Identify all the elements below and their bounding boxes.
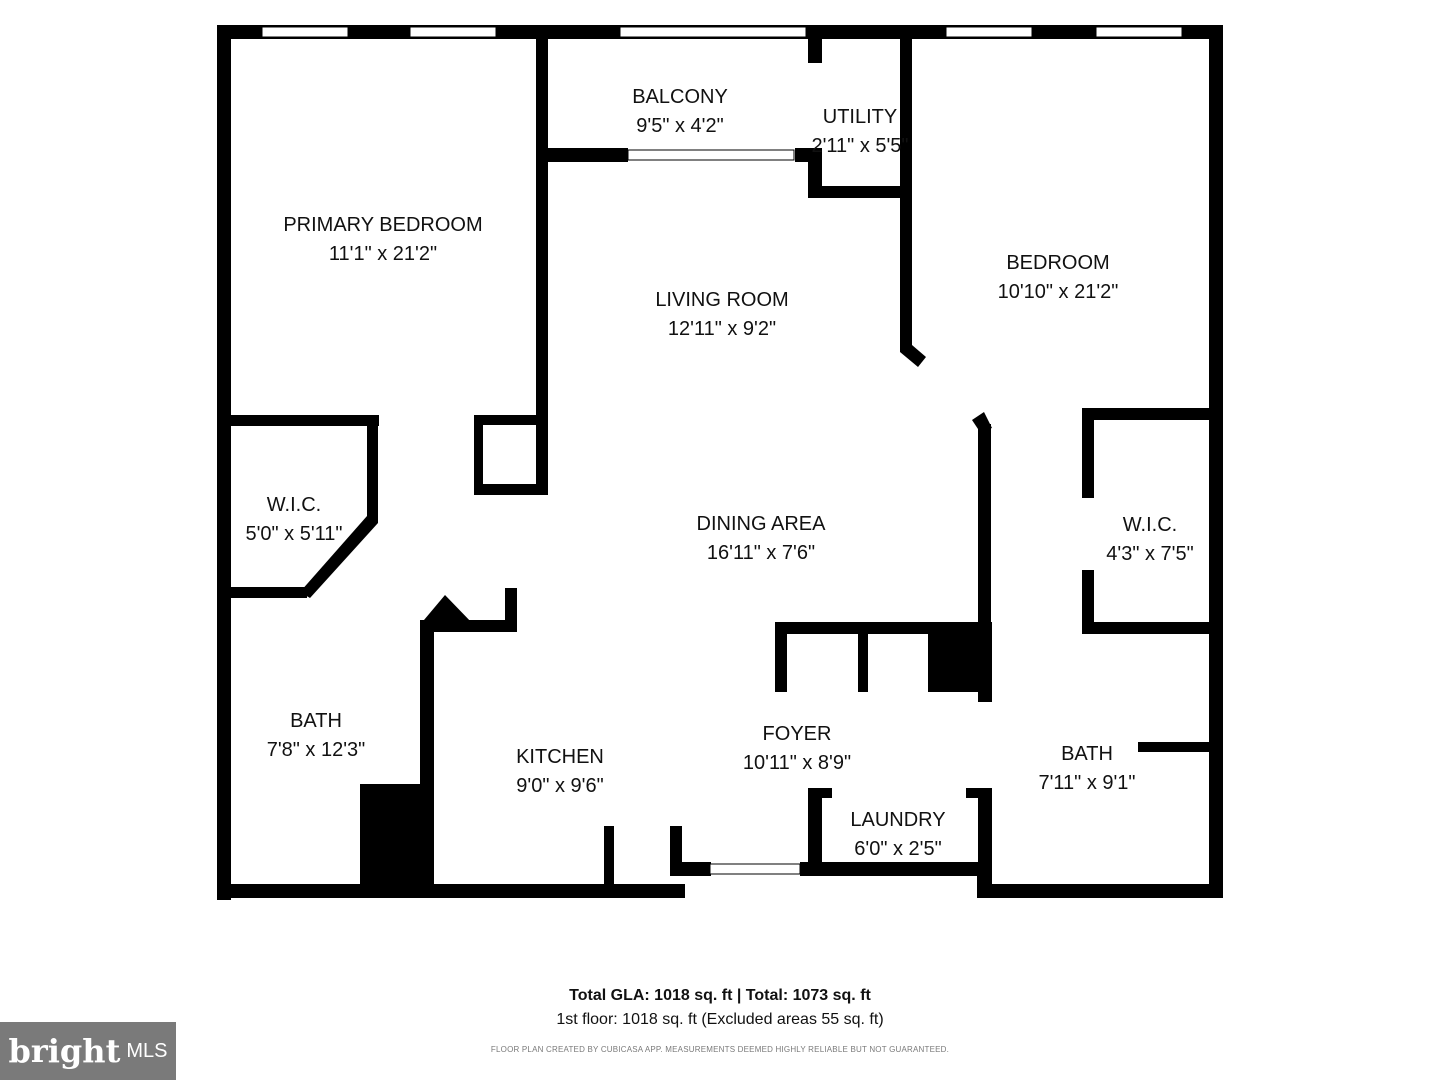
room-name-living-room: LIVING ROOM	[655, 289, 788, 311]
room-name-bath-left: BATH	[290, 710, 342, 732]
room-dims-laundry: 6'0" x 2'5"	[854, 838, 941, 860]
room-name-balcony: BALCONY	[632, 86, 728, 108]
room-name-dining-area: DINING AREA	[697, 513, 827, 535]
room-dims-utility: 2'11" x 5'5"	[811, 135, 908, 157]
room-dims-dining-area: 16'11" x 7'6"	[707, 542, 815, 564]
room-dims-primary-bedroom: 11'1" x 21'2"	[329, 243, 437, 265]
window	[261, 26, 349, 38]
opening	[627, 149, 795, 161]
room-name-utility: UTILITY	[823, 106, 897, 128]
window	[409, 26, 497, 38]
disclaimer: FLOOR PLAN CREATED BY CUBICASA APP. MEAS…	[490, 1045, 950, 1054]
room-dims-bedroom: 10'10" x 21'2"	[998, 281, 1119, 303]
windows	[261, 26, 1183, 875]
window	[619, 26, 807, 38]
room-name-bath-right: BATH	[1061, 743, 1113, 765]
room-dims-wic-right: 4'3" x 7'5"	[1106, 543, 1193, 565]
room-name-primary-bedroom: PRIMARY BEDROOM	[283, 214, 482, 236]
opening	[709, 863, 801, 875]
room-dims-bath-right: 7'11" x 9'1"	[1038, 772, 1135, 794]
room-name-bedroom: BEDROOM	[1006, 252, 1109, 274]
room-name-wic-left: W.I.C.	[267, 494, 321, 516]
room-dims-foyer: 10'11" x 8'9"	[743, 752, 851, 774]
walls	[217, 25, 1223, 900]
room-labels: BALCONY 9'5" x 4'2" UTILITY 2'11" x 5'5"…	[245, 86, 1193, 860]
floor-area: 1st floor: 1018 sq. ft (Excluded areas 5…	[556, 1011, 884, 1028]
room-dims-kitchen: 9'0" x 9'6"	[516, 775, 603, 797]
room-dims-balcony: 9'5" x 4'2"	[636, 115, 723, 137]
wall-bottom-far-right	[977, 884, 1223, 898]
room-dims-wic-left: 5'0" x 5'11"	[245, 523, 342, 545]
room-name-kitchen: KITCHEN	[516, 746, 604, 768]
room-dims-bath-left: 7'8" x 12'3"	[267, 739, 366, 761]
window	[945, 26, 1033, 38]
room-name-laundry: LAUNDRY	[850, 809, 945, 831]
bright-mls-logo: bright MLS	[0, 1022, 176, 1080]
window	[1095, 26, 1183, 38]
room-name-foyer: FOYER	[763, 723, 832, 745]
logo-mls: MLS	[126, 1039, 168, 1062]
wall-bottom-left	[217, 884, 685, 898]
total-area: Total GLA: 1018 sq. ft | Total: 1073 sq.…	[569, 987, 871, 1004]
room-dims-living-room: 12'11" x 9'2"	[668, 318, 776, 340]
room-name-wic-right: W.I.C.	[1123, 514, 1177, 536]
logo-wordmark: bright	[8, 1032, 121, 1070]
wall-right	[1209, 25, 1223, 898]
wall-bottom-right	[800, 862, 990, 876]
floor-plan: BALCONY 9'5" x 4'2" UTILITY 2'11" x 5'5"…	[217, 25, 1223, 900]
